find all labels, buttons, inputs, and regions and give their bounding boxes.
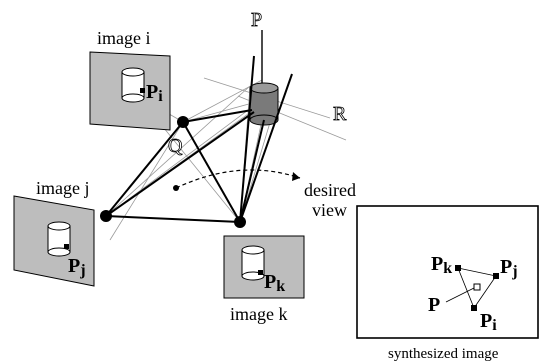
cylinder-icon-j [47,221,71,257]
ray-line [105,85,251,217]
camera-baselines [105,55,293,223]
image-i-label: image i [97,28,150,48]
cylinder-object [249,82,279,126]
camera-center-i [177,116,189,128]
desired-view-label-line1: desired [304,180,356,200]
desired-view-arrow [175,169,301,189]
camera-center-j [100,210,112,222]
desired-view-label-line2: view [312,200,347,220]
projection-marker-k [258,270,263,275]
projection-marker-j [64,244,69,249]
ray-k-to-object [239,73,293,223]
synthesized-triangle [445,267,497,309]
synth-marker-j [493,273,499,279]
point-P-label: P [251,9,262,31]
point-R-label: R [333,103,347,125]
ray-j-to-object [105,111,255,217]
ray-line [109,121,184,241]
baseline-j-k [105,215,241,223]
proj-i-label: Pi [146,81,163,105]
projection-marker-i [140,88,145,93]
synth-P-label: P [428,294,440,316]
baseline-i-k [182,121,241,223]
synth-marker-k [455,265,461,271]
synth-Pj-label: Pj [500,256,518,280]
synth-marker-P [473,283,481,291]
ray-k-to-object-top [239,55,255,223]
image-j-label: image j [36,178,89,198]
point-Q-label: Q [168,135,183,157]
cylinder-icon-i [121,67,145,103]
baseline-i-j [105,121,184,217]
camera-center-k [234,216,246,228]
ray-i-to-object [182,109,253,123]
synth-marker-i [471,305,477,311]
synthesized-image-label: synthesized image [388,346,499,362]
synth-Pk-label: Pk [431,253,452,277]
proj-k-label: Pk [264,271,285,295]
image-k-label: image k [230,304,287,324]
arrowhead [292,172,300,181]
image-k-plane [223,235,305,299]
ray-k-to-object-base [239,119,265,223]
synth-Pi-label: Pi [480,310,497,334]
synthesized-image-frame [356,205,539,339]
proj-j-label: Pj [68,255,86,279]
